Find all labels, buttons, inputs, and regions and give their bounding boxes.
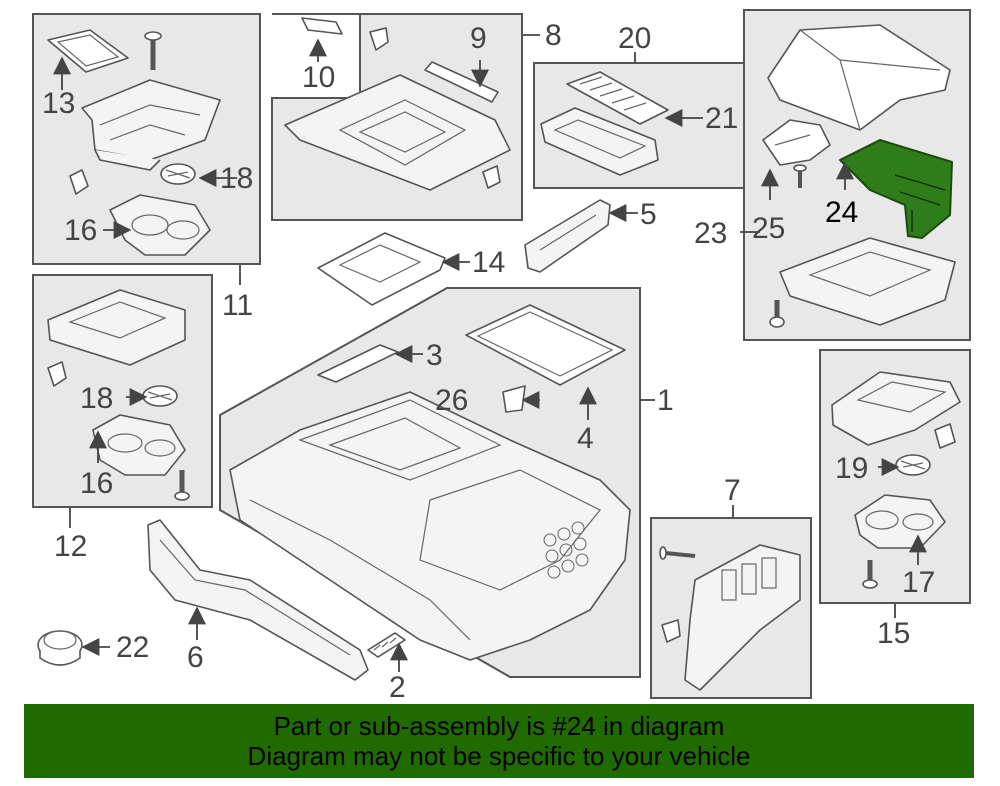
- callout-18-lower: 18: [80, 382, 113, 415]
- part-5-bracket: [524, 199, 611, 273]
- callout-10: 10: [302, 61, 335, 94]
- callout-3: 3: [426, 339, 443, 372]
- part-20-tray: [540, 107, 659, 176]
- callout-5: 5: [640, 198, 657, 231]
- clip-icon: [482, 165, 501, 189]
- part-26-clip: [502, 385, 526, 413]
- screw-icon: [769, 300, 785, 328]
- banner-line-disclaimer: Diagram may not be specific to your vehi…: [247, 741, 751, 771]
- callout-16-lower: 16: [80, 467, 113, 500]
- part-12-bin: [47, 289, 186, 366]
- screw-icon: [144, 31, 162, 70]
- part-22-knob: [37, 630, 83, 666]
- clip-icon: [369, 27, 389, 51]
- part-7-bezel: [684, 544, 801, 691]
- callout-16: 16: [64, 214, 97, 247]
- callout-7: 7: [724, 474, 741, 507]
- part-10-clip: [301, 17, 343, 35]
- callout-2: 2: [389, 671, 406, 704]
- callout-19: 19: [835, 452, 868, 485]
- part-23-armrest-lid: [767, 24, 951, 131]
- callout-21: 21: [705, 102, 738, 135]
- callout-6: 6: [187, 641, 204, 674]
- part-14-plate: [317, 232, 446, 306]
- part-16-cupholder: [92, 414, 186, 476]
- part-15-bin: [831, 371, 961, 446]
- banner-line-part: Part or sub-assembly is #24 in diagram: [273, 711, 725, 741]
- vent-grid: [543, 521, 589, 579]
- screw-icon: [862, 560, 878, 589]
- part-18-grommet: [142, 385, 178, 407]
- clip-icon: [69, 169, 89, 195]
- callout-15: 15: [877, 617, 910, 650]
- part-4-mat: [465, 304, 626, 386]
- part-25-hinge: [762, 119, 831, 166]
- callout-20: 20: [618, 22, 651, 55]
- callout-22: 22: [116, 631, 149, 664]
- callout-9: 9: [470, 22, 487, 55]
- callout-17: 17: [902, 566, 935, 599]
- part-8-panel: [284, 74, 511, 191]
- part-16-cupholder: [109, 194, 211, 256]
- clip-icon: [661, 619, 681, 643]
- part-24-latch-highlighted: [839, 139, 953, 239]
- part-9-trim-strip: [424, 61, 499, 103]
- callout-24: 24: [825, 196, 858, 229]
- screw-icon: [659, 546, 696, 560]
- callout-12: 12: [54, 530, 87, 563]
- screw-icon: [793, 164, 807, 188]
- callout-4: 4: [577, 422, 594, 455]
- clip-icon: [934, 423, 956, 449]
- screw-icon: [174, 470, 190, 501]
- clip-icon: [47, 361, 67, 387]
- part-2-clip: [367, 632, 406, 658]
- part-19-grommet: [895, 454, 931, 476]
- callout-14: 14: [472, 246, 505, 279]
- armrest-base: [779, 237, 956, 326]
- part-13-tray: [47, 29, 129, 73]
- part-11-bin: [81, 79, 221, 171]
- part-6-side-trim: [147, 519, 369, 681]
- part-1-console-body: [229, 391, 631, 661]
- callout-23: 23: [694, 217, 727, 250]
- callout-13: 13: [42, 87, 75, 120]
- part-18-grommet: [160, 163, 196, 185]
- info-banner: Part or sub-assembly is #24 in diagram D…: [24, 704, 974, 778]
- callout-8: 8: [545, 19, 562, 52]
- callout-1: 1: [657, 384, 674, 417]
- callout-25: 25: [752, 212, 785, 245]
- callout-26: 26: [435, 384, 468, 417]
- callout-11: 11: [222, 289, 253, 322]
- callout-18: 18: [220, 162, 253, 195]
